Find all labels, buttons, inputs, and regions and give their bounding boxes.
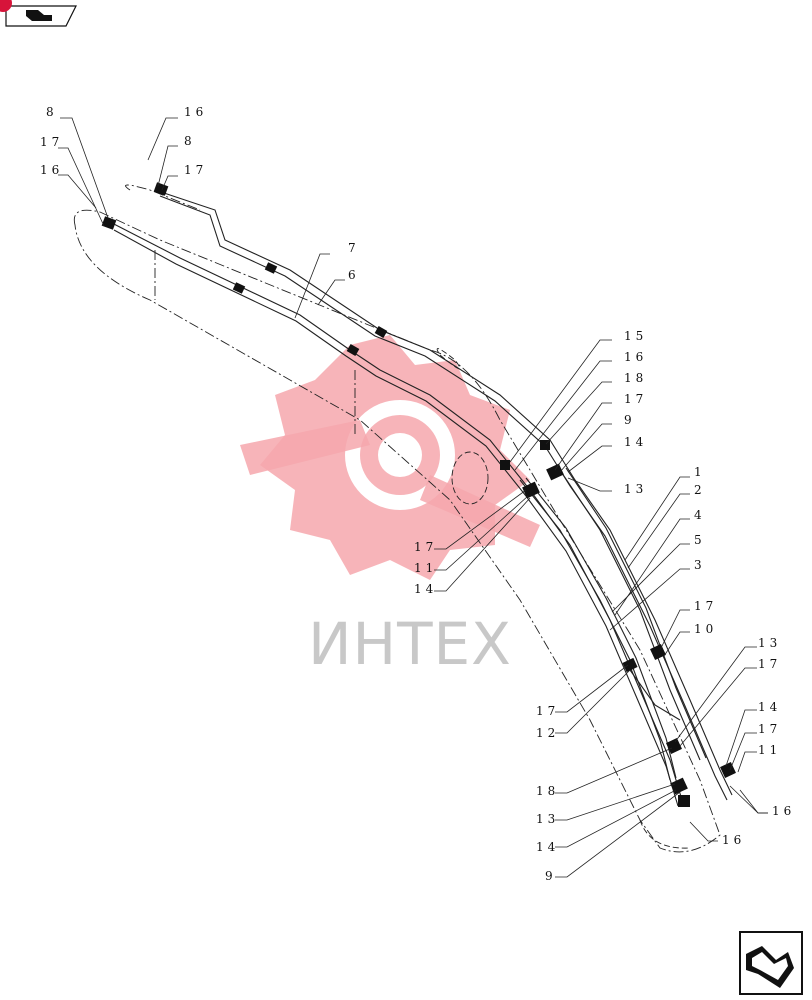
- callout-18: 18: [624, 371, 647, 385]
- callout-17: 17: [40, 135, 63, 149]
- watermark-logo-icon: [240, 335, 540, 580]
- callout-17: 17: [694, 599, 717, 613]
- status-dot: [0, 0, 12, 12]
- callout-9: 9: [545, 869, 557, 883]
- callout-6: 6: [348, 268, 360, 282]
- callout-5: 5: [694, 533, 706, 547]
- callout-16: 16: [722, 833, 745, 847]
- callout-11: 11: [414, 561, 437, 575]
- callout-16: 16: [40, 163, 63, 177]
- callout-8: 8: [184, 134, 196, 148]
- callout-8: 8: [46, 105, 58, 119]
- callout-3: 3: [694, 558, 706, 572]
- callout-1: 1: [694, 465, 706, 479]
- callout-14: 14: [536, 840, 559, 854]
- back-page-tag[interactable]: [4, 4, 78, 28]
- callout-14: 14: [624, 435, 647, 449]
- callout-7: 7: [348, 241, 360, 255]
- callout-17: 17: [184, 163, 207, 177]
- callout-13: 13: [624, 482, 647, 496]
- back-arrow-icon: [5, 5, 77, 27]
- callout-9: 9: [624, 413, 636, 427]
- callout-12: 12: [536, 726, 559, 740]
- callout-14: 14: [414, 582, 437, 596]
- next-page-button[interactable]: [738, 930, 804, 996]
- callout-4: 4: [694, 508, 706, 522]
- callout-14: 14: [758, 700, 781, 714]
- callout-17: 17: [758, 657, 781, 671]
- watermark-text: ИНТЕХ: [308, 610, 512, 678]
- callout-13: 13: [536, 812, 559, 826]
- callout-2: 2: [694, 483, 706, 497]
- callout-16: 16: [772, 804, 795, 818]
- callout-16: 16: [184, 105, 207, 119]
- callout-16: 16: [624, 350, 647, 364]
- callout-10: 10: [694, 622, 717, 636]
- callout-15: 15: [624, 329, 647, 343]
- callout-17: 17: [536, 704, 559, 718]
- next-page-arrow-icon: [739, 931, 803, 995]
- callout-17: 17: [414, 540, 437, 554]
- callout-13: 13: [758, 636, 781, 650]
- callout-17: 17: [758, 722, 781, 736]
- callout-11: 11: [758, 743, 781, 757]
- callout-18: 18: [536, 784, 559, 798]
- callout-17: 17: [624, 392, 647, 406]
